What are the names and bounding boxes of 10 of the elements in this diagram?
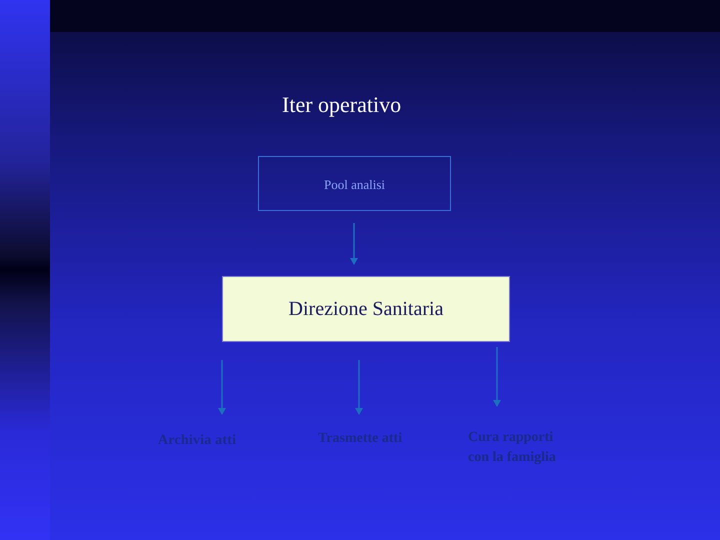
process-box: Pool analisi — [258, 156, 451, 211]
arrow — [355, 360, 363, 415]
arrow — [218, 360, 226, 415]
title: Iter operativo — [282, 91, 402, 119]
task-text: Archivia atti — [150, 418, 250, 458]
task-text: Cura rapporti con la famiglia — [462, 418, 574, 466]
task-text: Trasmette atti — [310, 418, 420, 458]
arrow — [493, 347, 501, 407]
process-box: Direzione Sanitaria — [222, 276, 510, 342]
arrow — [350, 223, 358, 265]
